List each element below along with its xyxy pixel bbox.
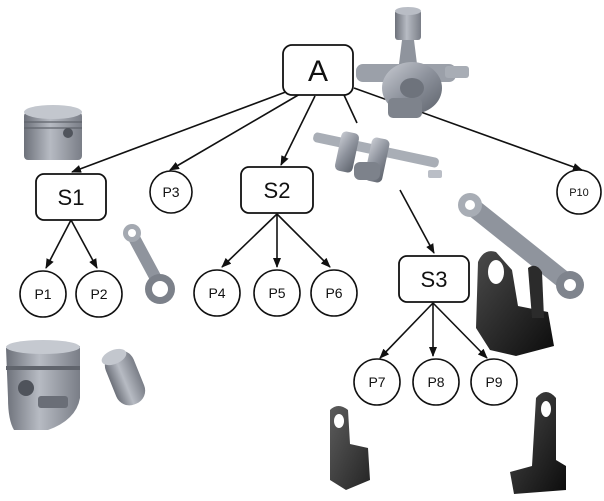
node-s1: S1 xyxy=(35,173,107,221)
node-p10-label: P10 xyxy=(569,187,589,199)
bracket-image-small xyxy=(330,406,370,490)
link-arm-image xyxy=(458,193,584,299)
piston-image xyxy=(24,105,82,160)
node-p6-label: P6 xyxy=(325,285,342,301)
node-a: A xyxy=(282,44,354,96)
edge-s3-p7 xyxy=(379,302,434,359)
node-p3-circle xyxy=(149,170,193,214)
node-p9-label: P9 xyxy=(485,374,502,390)
node-p2-circle xyxy=(75,270,123,318)
node-p2-label: P2 xyxy=(90,286,107,302)
connecting-rod-image xyxy=(123,224,175,304)
edge-s3-p9 xyxy=(432,302,488,359)
node-a-label: A xyxy=(308,55,328,88)
node-p8-label: P8 xyxy=(427,374,444,390)
node-p4-circle xyxy=(193,269,241,317)
node-p6-circle xyxy=(310,269,358,317)
edge-a-crankshaft xyxy=(343,94,358,124)
node-s1-label: S1 xyxy=(58,185,85,210)
edge-s2-p4 xyxy=(221,213,278,268)
edge-a-s2 xyxy=(280,95,316,166)
node-p1-label: P1 xyxy=(34,286,51,302)
node-s2: S2 xyxy=(240,166,314,214)
node-p3-label: P3 xyxy=(162,184,179,200)
node-p7-circle xyxy=(353,358,401,406)
node-p10-circle xyxy=(556,169,602,215)
bracket-image-bottom-right xyxy=(510,392,566,494)
edge-a-p3 xyxy=(169,93,301,171)
node-p5-label: P5 xyxy=(268,285,285,301)
engine-assembly-image xyxy=(356,7,469,118)
edge-s1-p1 xyxy=(45,219,72,269)
edge-s2-p6 xyxy=(276,213,331,268)
node-s3-label: S3 xyxy=(421,267,448,292)
node-p7-label: P7 xyxy=(368,374,385,390)
node-s2-label: S2 xyxy=(264,178,291,203)
piston-cutaway-image xyxy=(6,340,80,430)
edge-a-s1 xyxy=(71,89,292,173)
node-p8-circle xyxy=(412,358,460,406)
edge-s1-p2 xyxy=(70,219,98,269)
node-p9-circle xyxy=(470,358,518,406)
node-p5-circle xyxy=(253,269,301,317)
node-p4-label: P4 xyxy=(208,285,225,301)
piston-pin-image xyxy=(101,348,146,406)
crankshaft-image xyxy=(313,131,442,183)
edge-crankshaft-s3 xyxy=(399,189,435,254)
bracket-image-large xyxy=(476,251,554,356)
node-s3: S3 xyxy=(398,255,470,303)
node-p1-circle xyxy=(19,270,67,318)
